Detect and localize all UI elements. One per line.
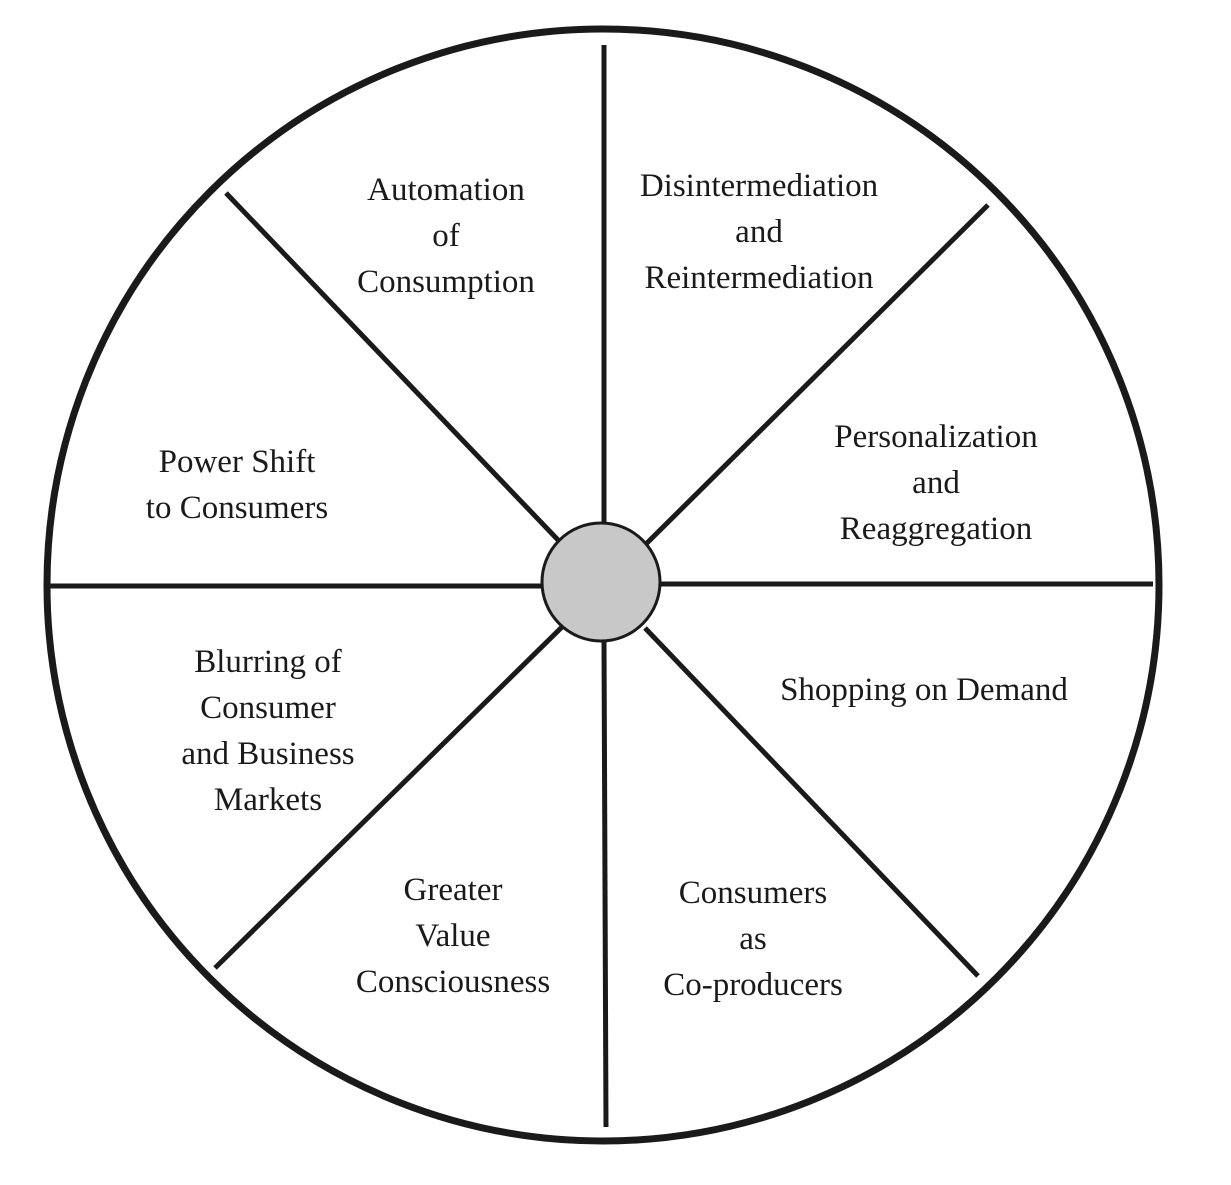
segment-label-line: Consumer	[200, 690, 336, 726]
segment-label-line: Blurring of	[194, 644, 342, 680]
segment-label-line: as	[739, 921, 767, 957]
spoke-bottom	[601, 641, 609, 1128]
segment-label-line: Consumption	[357, 264, 535, 300]
segment-label-line: Reintermediation	[644, 260, 873, 296]
segment-label-line: Co-producers	[663, 967, 843, 1003]
segment-label-line: Shopping on Demand	[780, 672, 1068, 708]
segment-label-line: Power Shift	[159, 444, 316, 480]
segment-label-power-shift: Power Shift to Consumers	[146, 444, 328, 526]
segment-label-line: Consciousness	[356, 964, 550, 1000]
spoke-bottom-left	[213, 625, 564, 970]
spoke-top-right	[644, 203, 990, 546]
hub-circle	[540, 521, 662, 643]
segment-label-line: Reaggregation	[840, 511, 1032, 547]
segment-label-line: Consumers	[679, 875, 828, 911]
spoke-bottom-right	[643, 626, 980, 978]
segment-label-line: to Consumers	[146, 490, 328, 526]
segment-label-line: of	[432, 218, 460, 254]
segment-label-line: and	[912, 465, 960, 501]
segment-label-shopping: Shopping on Demand	[780, 672, 1068, 708]
segment-label-line: Personalization	[834, 419, 1037, 455]
spoke-top-left	[224, 191, 561, 543]
segment-label-line: Disintermediation	[640, 168, 878, 204]
segment-label-line: and Business	[181, 736, 354, 772]
segment-label-line: Automation	[367, 172, 525, 208]
spokes	[50, 45, 1153, 1128]
segment-label-line: Markets	[214, 782, 322, 818]
segment-label-line: and	[735, 214, 783, 250]
segment-label-line: Value	[415, 918, 490, 954]
segment-label-line: Greater	[404, 872, 503, 908]
